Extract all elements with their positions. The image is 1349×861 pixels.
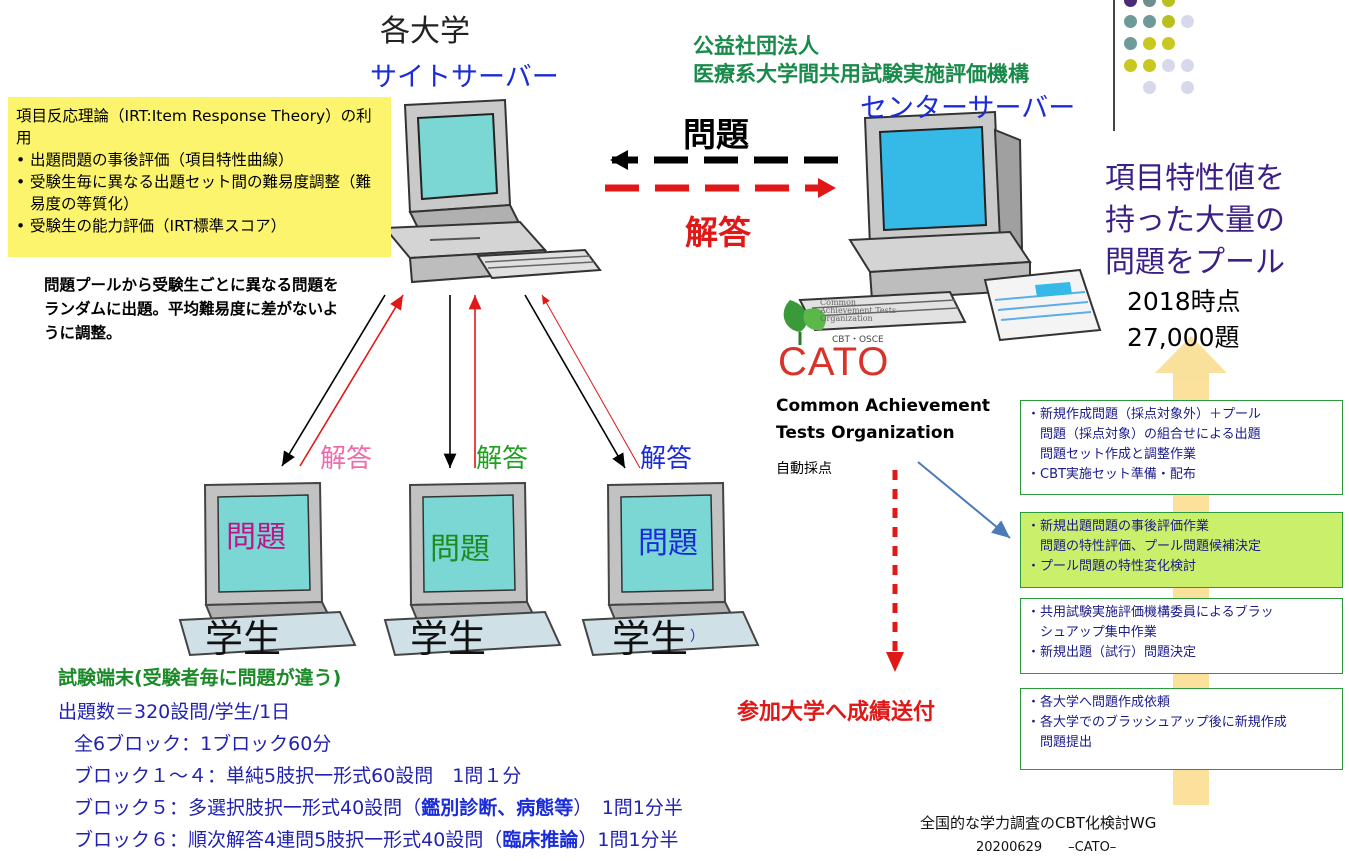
paren-mark: ） (690, 629, 704, 645)
irt-title: 項目反応理論（IRT:Item Response Theory）の利用 (16, 107, 372, 147)
auto-scoring-arrow (917, 461, 1011, 539)
cato-logo-text: CATO (778, 340, 890, 384)
cato-full-name: Common Achievement Tests Organization (776, 396, 991, 443)
cato-logo (783, 300, 826, 345)
irt-item: 受験生の能力評価（IRT標準スコア） (16, 215, 383, 237)
student-label-2: 学生 (410, 617, 487, 661)
process-box-3: ・共用試験実施評価機構委員によるブラッ シュアップ集中作業 ・新規出題（試行）問… (1020, 598, 1343, 674)
university-label: 各大学 (380, 14, 470, 49)
student-terminal-2 (383, 481, 562, 657)
site-server-computer (382, 98, 602, 284)
spec-line-2: ブロック１～４：単純5肢択一形式60設問 1問１分 (74, 765, 522, 787)
spec-line-0: 出題数＝320設問/学生/1日 (58, 701, 291, 723)
irt-item: 出題問題の事後評価（項目特性曲線） (16, 149, 383, 171)
pool-line-2: 持った大量の (1105, 203, 1285, 238)
student-terminal-1 (178, 481, 357, 657)
student-terminal-3 (581, 481, 760, 657)
center-server-label: センターサーバー (860, 93, 1076, 124)
arrow-from-student-1 (299, 294, 404, 467)
cato-small-text: Common Achievement Tests Organization (820, 298, 897, 323)
answer-label-2: 解答 (476, 444, 529, 474)
count-line-1: 2018時点 (1127, 287, 1241, 316)
irt-box: 項目反応理論（IRT:Item Response Theory）の利用 出題問題… (8, 97, 391, 257)
process-box-4: ・各大学へ問題作成依頼 ・各大学でのブラッシュアップ後に新規作成 問題提出 (1020, 688, 1343, 770)
footer-date: 20200629 –CATO– (976, 840, 1117, 855)
student-label-3: 学生 (612, 617, 689, 661)
terminal-title: 試験端末(受験者毎に問題が違う) (58, 667, 342, 689)
org-line-1: 公益社団法人 (693, 34, 819, 58)
process-box-1: ・新規作成問題（採点対象外）＋プール 問題（採点対象）の組合せによる出題 問題セ… (1020, 400, 1343, 495)
pool-note: 問題プールから受験生ごとに異なる問題をランダムに出題。平均難易度に差がないように… (44, 276, 339, 342)
irt-item: 受験生毎に異なる出題セット間の難易度調整（難易度の等質化） (16, 171, 383, 215)
question-label: 問題 (683, 115, 749, 154)
answer-label-1: 解答 (320, 444, 373, 474)
arrow-from-student-3 (541, 294, 641, 469)
auto-scoring-label: 自動採点 (776, 461, 832, 477)
footer-wg: 全国的な学力調査のCBT化検討WG (920, 814, 1157, 832)
process-box-2: ・新規出題問題の事後評価作業 問題の特性評価、プール問題候補決定 ・プール問題の… (1020, 512, 1343, 588)
pool-line-1: 項目特性値を (1105, 161, 1285, 196)
monitor-label-1: 問題 (226, 520, 286, 555)
center-server-computer (798, 110, 1102, 342)
monitor-label-3: 問題 (638, 526, 698, 561)
site-server-label: サイトサーバー (370, 62, 559, 93)
pool-heading: 項目特性値を 持った大量の 問題をプール (1105, 158, 1285, 284)
answer-label-3: 解答 (640, 444, 693, 474)
pool-line-3: 問題をプール (1105, 245, 1285, 280)
answer-label: 解答 (685, 213, 751, 252)
count-line-2: 27,000題 (1127, 323, 1240, 352)
arrow-to-student-1 (281, 294, 386, 467)
monitor-label-2: 問題 (430, 532, 490, 567)
pool-count: 2018時点 27,000題 (1127, 284, 1241, 356)
student-label-1: 学生 (205, 617, 282, 661)
org-line-2: 医療系大学間共用試験実施評価機構 (693, 62, 1029, 86)
spec-line-1: 全6ブロック：1ブロック60分 (74, 733, 332, 755)
cato-cbt-osce: CBT・OSCE (832, 335, 884, 345)
spec-line-4: ブロック６：順次解答4連問5肢択一形式40設問（臨床推論）1問1分半 (74, 829, 679, 851)
send-results-label: 参加大学へ成績送付 (737, 700, 936, 725)
arrow-to-student-3 (524, 294, 626, 469)
corner-divider (1113, 0, 1115, 131)
spec-line-3: ブロック５：多選択肢択一形式40設問（鑑別診断、病態等） 1問1分半 (74, 797, 683, 819)
